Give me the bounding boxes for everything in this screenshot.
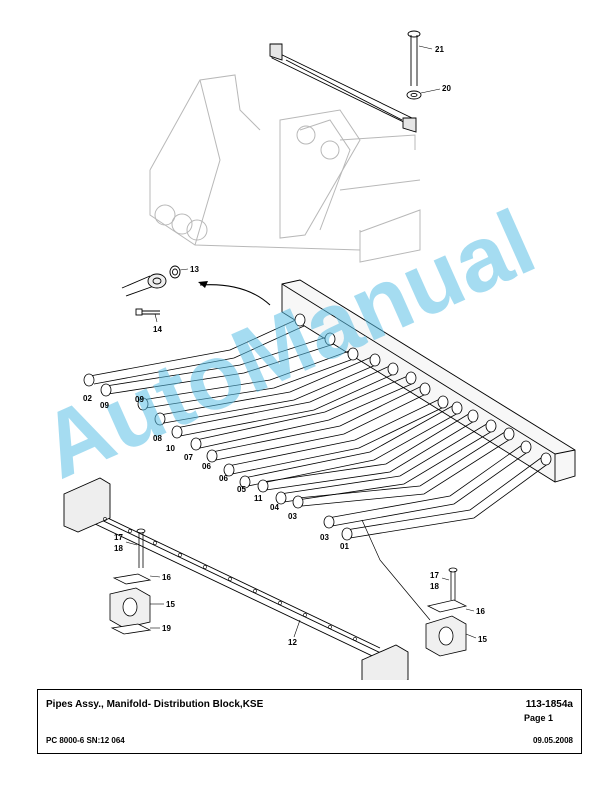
- callout-01: 01: [340, 542, 349, 551]
- callout-03: 03: [320, 533, 329, 542]
- screw-14: [135, 308, 160, 316]
- callout-21: 21: [435, 45, 444, 54]
- callout-11: 11: [254, 494, 263, 503]
- callout-19: 19: [162, 624, 171, 633]
- callout-16-left: 16: [162, 573, 171, 582]
- callout-09-left: 09: [100, 401, 109, 410]
- callout-05: 05: [237, 485, 246, 494]
- callout-20: 20: [442, 84, 451, 93]
- clamp-leader-line: [361, 519, 431, 621]
- callout-leaders: [125, 45, 477, 639]
- callout-15-right: 15: [478, 635, 487, 644]
- callout-07: 07: [184, 453, 193, 462]
- clamp-plate-16-right: [426, 599, 468, 613]
- machine-model: PC 8000-6 SN:12 064: [46, 736, 125, 745]
- pipe-bundle: [89, 317, 550, 539]
- callout-06: 06: [219, 474, 228, 483]
- callout-06-left: 06: [202, 462, 211, 471]
- callout-17-right: 17: [430, 571, 439, 580]
- callout-15-left: 15: [166, 600, 175, 609]
- pipe-end-flanges: [83, 313, 552, 541]
- o-ring-13: [169, 265, 181, 279]
- callout-04: 04: [270, 503, 279, 512]
- callout-10: 10: [166, 444, 175, 453]
- page-number: Page 1: [523, 713, 553, 723]
- callout-09: 09: [135, 395, 144, 404]
- callout-13: 13: [190, 265, 199, 274]
- pipe-clamp-15-right: [425, 615, 467, 657]
- support-rail-12: [63, 477, 409, 680]
- callout-03-left: 03: [288, 512, 297, 521]
- clamp-plate-16-left: [112, 573, 152, 585]
- pipe-clamp-15-left: [109, 587, 151, 629]
- drawing-title: Pipes Assy., Manifold- Distribution Bloc…: [46, 699, 264, 710]
- callout-12: 12: [288, 638, 297, 647]
- bolt-17-left: [136, 528, 146, 568]
- callout-18-left: 18: [114, 544, 123, 553]
- callout-17-left: 17: [114, 533, 123, 542]
- exploded-parts-diagram: AutoManual 21 20 13 14 02 09 09 08 10 07…: [27, 30, 576, 680]
- rail-mounting-holes: [103, 517, 357, 641]
- bolt-21: [407, 30, 421, 86]
- title-block: Pipes Assy., Manifold- Distribution Bloc…: [37, 689, 582, 754]
- nut-20: [406, 90, 422, 100]
- document-date: 09.05.2008: [532, 736, 573, 745]
- top-clamp-rail: [269, 43, 417, 133]
- document-number: 113-1854a: [525, 699, 573, 710]
- callout-02: 02: [83, 394, 92, 403]
- boom-structure-outline: [149, 74, 421, 263]
- callout-18-right: 18: [430, 582, 439, 591]
- clamp-plate-19: [110, 623, 152, 635]
- elbow-fitting: [121, 273, 167, 297]
- distribution-manifold-block: [281, 279, 576, 483]
- callout-16-right: 16: [476, 607, 485, 616]
- bolt-17-right: [448, 567, 458, 600]
- arrow-to-manifold: [199, 284, 271, 306]
- callout-14: 14: [153, 325, 162, 334]
- arrow-head: [198, 281, 208, 288]
- callout-08: 08: [153, 434, 162, 443]
